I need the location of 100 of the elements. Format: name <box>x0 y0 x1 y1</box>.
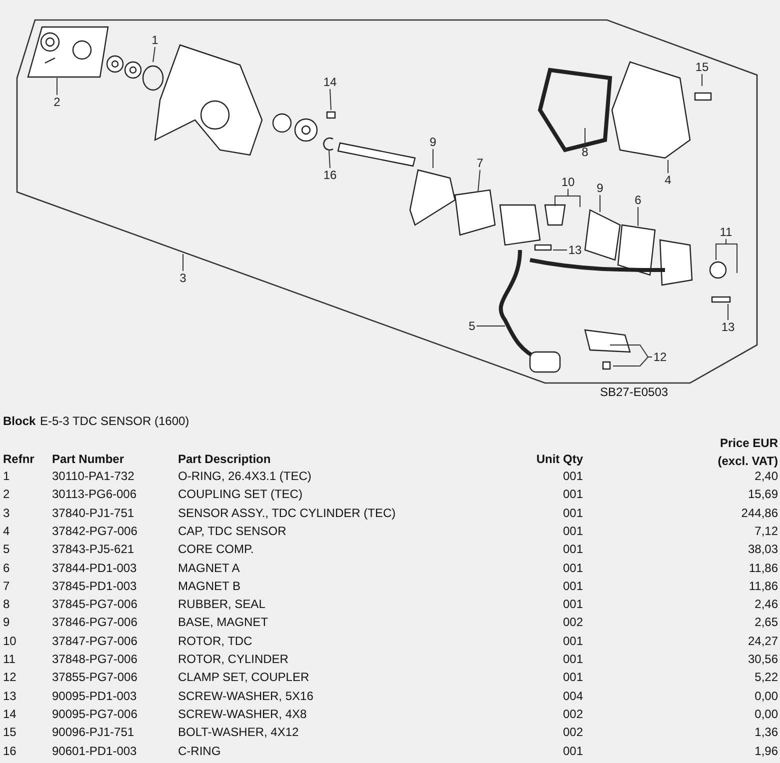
table-cell: CLAMP SET, COUPLER <box>178 670 310 686</box>
table-cell: 1 <box>3 469 10 484</box>
leader-line <box>478 170 480 192</box>
callout-number: 4 <box>664 173 672 187</box>
table-cell: 002 <box>562 725 583 740</box>
table-cell: BOLT-WASHER, 4X12 <box>178 725 299 740</box>
table-cell: 11,86 <box>748 578 778 594</box>
leader-line <box>612 356 652 366</box>
column-header: Part Description <box>178 452 271 467</box>
table-cell: 244,86 <box>741 506 778 521</box>
table-cell: 4 <box>3 524 10 539</box>
leader-line <box>726 238 738 274</box>
table-cell: 24,27 <box>748 634 778 649</box>
table-cell: 37845-PG7-006 <box>52 597 138 612</box>
leader-line <box>152 46 156 62</box>
table-cell: 15,69 <box>748 487 778 502</box>
column-header: Refnr <box>3 452 34 467</box>
block-title: E-5-3 TDC SENSOR (1600) <box>40 414 190 429</box>
table-cell: 10 <box>3 634 16 649</box>
table-cell: 90601-PD1-003 <box>52 744 137 758</box>
callout-number: 12 <box>652 350 668 364</box>
table-cell: 30110-PA1-732 <box>52 469 134 484</box>
callout-number: 1 <box>150 33 160 47</box>
table-cell: 37844-PD1-003 <box>52 560 137 576</box>
callout-number: 15 <box>694 60 710 74</box>
callout-number: 6 <box>634 193 642 207</box>
table-cell: SCREW-WASHER, 5X16 <box>178 688 314 704</box>
table-cell: ROTOR, CYLINDER <box>178 652 288 667</box>
table-cell: RUBBER, SEAL <box>178 597 266 612</box>
table-cell: CORE COMP. <box>178 542 254 558</box>
table-cell: 37842-PG7-006 <box>52 524 138 539</box>
drawing-number: SB27-E0503 <box>600 385 668 400</box>
table-cell: 37847-PG7-006 <box>52 634 138 649</box>
leader-line <box>328 150 330 168</box>
block-label: Block <box>3 414 36 429</box>
table-cell: 15 <box>3 725 16 740</box>
table-cell: 3 <box>3 506 10 521</box>
table-cell: 1,96 <box>754 744 778 758</box>
table-cell: 6 <box>3 560 10 576</box>
table-cell: 30,56 <box>748 652 778 667</box>
table-cell: 90095-PD1-003 <box>52 688 137 704</box>
table-cell: 90096-PJ1-751 <box>52 725 134 740</box>
table-cell: ROTOR, TDC <box>178 634 252 649</box>
table-cell: 2,40 <box>754 469 778 484</box>
table-cell: 37845-PD1-003 <box>52 578 137 594</box>
leader-line <box>182 254 184 272</box>
callout-number: 16 <box>322 168 338 182</box>
table-cell: MAGNET B <box>178 578 240 594</box>
table-cell: MAGNET A <box>178 560 240 576</box>
table-cell: 001 <box>562 560 583 576</box>
table-cell: CAP, TDC SENSOR <box>178 524 286 539</box>
callout-number: 14 <box>322 75 338 89</box>
table-cell: 001 <box>562 634 583 649</box>
table-cell: 37846-PG7-006 <box>52 615 138 630</box>
callout-number: 3 <box>178 271 188 285</box>
table-cell: 7,12 <box>754 524 778 539</box>
callout-number: 13 <box>567 243 583 257</box>
table-cell: 38,03 <box>748 542 778 558</box>
table-cell: BASE, MAGNET <box>178 615 268 630</box>
callout-number: 2 <box>52 95 62 109</box>
table-cell: COUPLING SET (TEC) <box>178 487 302 502</box>
table-cell: 11 <box>3 652 16 667</box>
table-cell: 0,00 <box>754 706 778 722</box>
table-cell: 90095-PG7-006 <box>52 706 138 722</box>
table-cell: 001 <box>562 744 583 758</box>
column-header: Unit Qty <box>536 452 583 467</box>
callout-number: 10 <box>560 175 576 189</box>
table-cell: 37843-PJ5-621 <box>52 542 134 558</box>
table-cell: SENSOR ASSY., TDC CYLINDER (TEC) <box>178 506 396 521</box>
table-cell: 37848-PG7-006 <box>52 652 138 667</box>
table-cell: 001 <box>562 506 583 521</box>
table-cell: 5,22 <box>754 670 778 686</box>
callout-number: 8 <box>580 145 590 159</box>
table-cell: 001 <box>562 652 583 667</box>
table-cell: 001 <box>562 487 583 502</box>
table-cell: 001 <box>562 524 583 539</box>
table-cell: 14 <box>3 706 16 722</box>
table-cell: 12 <box>3 670 16 686</box>
table-cell: 002 <box>562 706 583 722</box>
column-header: Price EUR (excl. VAT) <box>716 435 778 470</box>
table-cell: 0,00 <box>754 688 778 704</box>
leader-line <box>584 128 586 146</box>
table-cell: 37840-PJ1-751 <box>52 506 134 521</box>
table-cell: O-RING, 26.4X3.1 (TEC) <box>178 469 312 484</box>
leader-line <box>432 148 434 168</box>
table-cell: 9 <box>3 615 10 630</box>
table-cell: 8 <box>3 597 10 612</box>
table-cell: 13 <box>3 688 16 704</box>
table-cell: 001 <box>562 670 583 686</box>
table-cell: 37855-PG7-006 <box>52 670 138 686</box>
table-cell: 001 <box>562 542 583 558</box>
table-cell: 7 <box>3 578 10 594</box>
callout-number: 9 <box>428 135 438 149</box>
table-cell: 5 <box>3 542 10 558</box>
callout-number: 5 <box>468 319 476 333</box>
callout-number: 9 <box>596 181 604 195</box>
table-cell: 001 <box>562 469 583 484</box>
table-cell: SCREW-WASHER, 4X8 <box>178 706 307 722</box>
table-cell: 16 <box>3 744 16 758</box>
callout-number: 11 <box>718 225 734 239</box>
